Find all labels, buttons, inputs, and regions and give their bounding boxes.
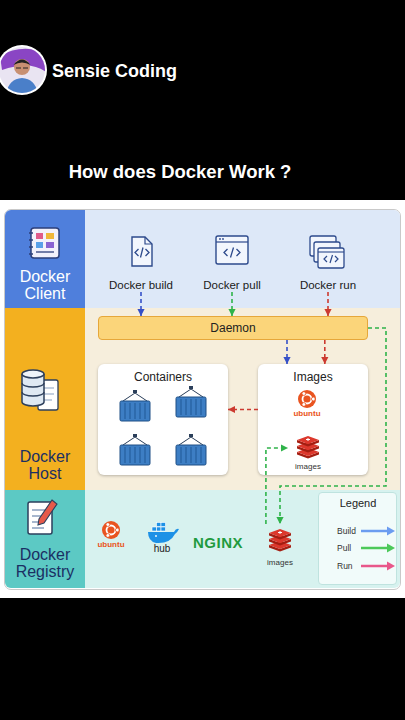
diagram-title: How does Docker Work ? [0,161,360,183]
daemon-bar: Daemon [98,316,368,340]
arrow-head [281,444,288,451]
client-icon [29,228,59,258]
logo-text: ubuntu [91,540,131,549]
logo-text: hub [147,543,177,555]
avatar [0,45,47,95]
command-label: Docker build [95,278,187,292]
docker-whale [148,523,179,544]
band-label: Docker Host [7,448,83,482]
pull-icon [216,236,248,264]
legend-arrow-head [387,562,395,571]
legend-arrow-line [361,530,388,533]
redis-logo [269,529,291,552]
registry-icon [28,500,57,534]
legend-arrow-line [361,547,388,550]
daemon-label: Daemon [99,321,367,335]
arrow-head [321,357,328,364]
connector [321,340,328,364]
group-title: Containers [98,370,228,384]
redis-logo [297,436,319,459]
ubuntu-logo [298,390,316,408]
legend-arrow-line [361,565,388,568]
legend-sample [360,560,396,572]
command-label: Docker pull [186,278,278,292]
legend-sample [360,525,396,537]
arrow-head [324,309,331,316]
connector [228,292,235,316]
container-icons [120,386,206,465]
band-cell: Docker Client [5,210,85,308]
group-box: Containers [98,364,228,475]
connector-line [280,328,386,524]
arrow-head [276,517,283,524]
connector [137,292,144,316]
connector [276,328,386,524]
image-label: images [248,558,312,568]
band-label: Docker Registry [7,546,83,580]
build-icon [132,237,152,266]
connector [228,406,258,413]
image-label: images [278,462,338,472]
command-label: Docker run [282,278,374,292]
legend-arrow-head [387,544,395,553]
group-box: Images images [258,364,368,475]
arrow-head [228,406,235,413]
connector [324,292,331,316]
logo-text: NGINX [193,534,255,551]
host-icon [22,370,58,410]
connector [266,444,288,524]
legend-sample [360,542,396,554]
arrow-head [283,357,290,364]
channel-name: Sensie Coding [52,61,252,82]
run-icon [310,236,344,268]
connector-line [266,448,288,524]
arrow-head [228,309,235,316]
legend-arrow-head [387,527,395,536]
group-title: Images [258,370,368,384]
legend-title: Legend [322,497,394,510]
arrow-head [137,309,144,316]
logo-text: ubuntu [287,409,327,418]
band-label: Docker Client [7,268,83,302]
ubuntu-logo [102,521,120,539]
connector [283,340,290,364]
